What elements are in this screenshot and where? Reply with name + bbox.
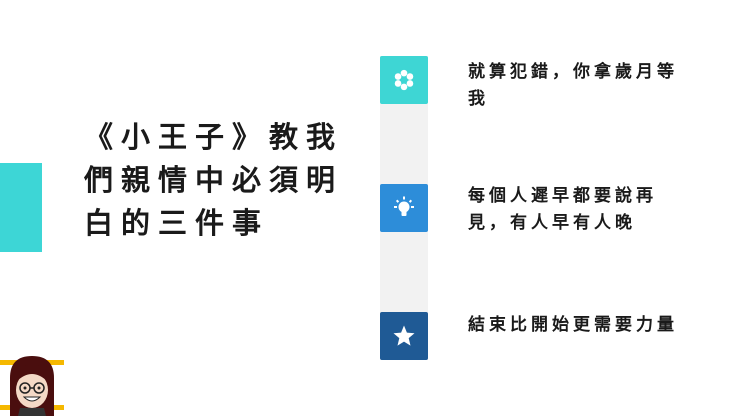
avatar-icon — [0, 356, 64, 416]
lightbulb-icon — [394, 196, 414, 216]
item-2-text: 每個人遲早都要說再見，有人早有人晚 — [468, 186, 657, 233]
item-3-text: 結束比開始更需要力量 — [468, 315, 678, 335]
star-icon — [393, 325, 415, 346]
slide-title: 《小王子》教我們親情中必須明白的三件事 — [84, 120, 344, 240]
left-accent-bar — [0, 163, 42, 252]
item-2-icon-box — [380, 184, 428, 232]
item-3-icon-box — [380, 312, 428, 360]
item-1-text: 就算犯錯，你拿歲月等我 — [468, 62, 678, 109]
flower-icon — [394, 69, 414, 91]
item-1-icon-box — [380, 56, 428, 104]
